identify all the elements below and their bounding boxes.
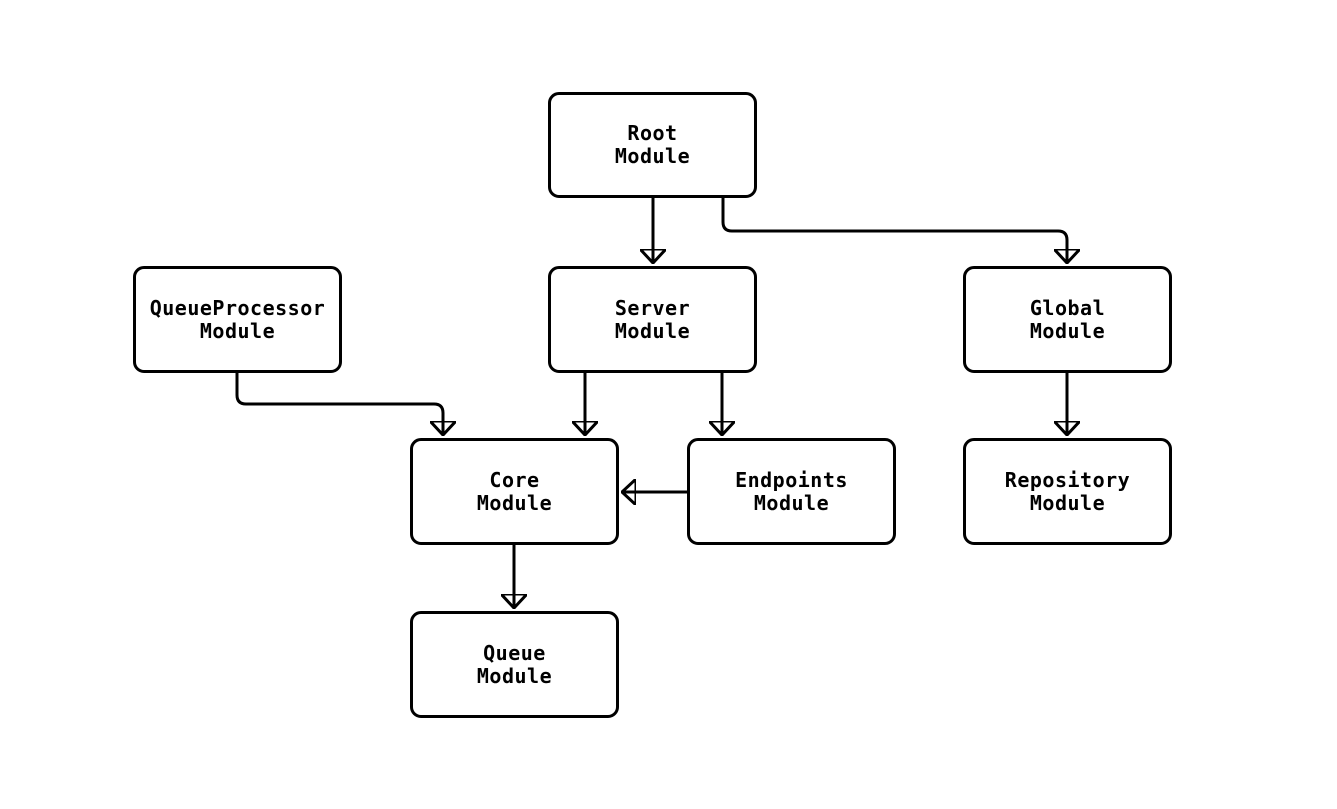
node-queue-module: Queue Module — [410, 611, 619, 718]
node-core-module-suffix: Module — [476, 490, 553, 515]
node-repository-module-suffix: Module — [1029, 490, 1106, 515]
node-queue-module-suffix: Module — [476, 663, 553, 688]
node-repository-module: Repository Module — [963, 438, 1172, 545]
node-endpoints-module: Endpoints Module — [687, 438, 896, 545]
node-repository-module-name: Repository — [1004, 467, 1131, 492]
node-server-module-name: Server — [614, 295, 691, 320]
node-queueprocessor-module-name: QueueProcessor — [149, 295, 326, 320]
node-root-module-name: Root — [627, 121, 678, 145]
node-core-module-name: Core — [489, 467, 540, 492]
node-global-module-name: Global — [1029, 295, 1106, 320]
node-root-module: Root Module — [548, 92, 757, 198]
node-core-module: Core Module — [410, 438, 619, 545]
node-endpoints-module-suffix: Module — [753, 490, 830, 515]
edge-root-to-global — [721, 198, 1067, 263]
node-queue-module-name: Queue — [483, 640, 546, 665]
node-server-module: Server Module — [548, 266, 757, 373]
edge-queueprocessor-to-core — [235, 372, 443, 435]
node-global-module-suffix: Module — [1029, 318, 1106, 343]
node-root-module-suffix: Module — [614, 144, 691, 168]
node-global-module: Global Module — [963, 266, 1172, 373]
node-server-module-suffix: Module — [614, 318, 691, 343]
node-queueprocessor-module-suffix: Module — [199, 318, 276, 343]
node-queueprocessor-module: QueueProcessor Module — [133, 266, 342, 373]
node-endpoints-module-name: Endpoints — [735, 467, 848, 492]
